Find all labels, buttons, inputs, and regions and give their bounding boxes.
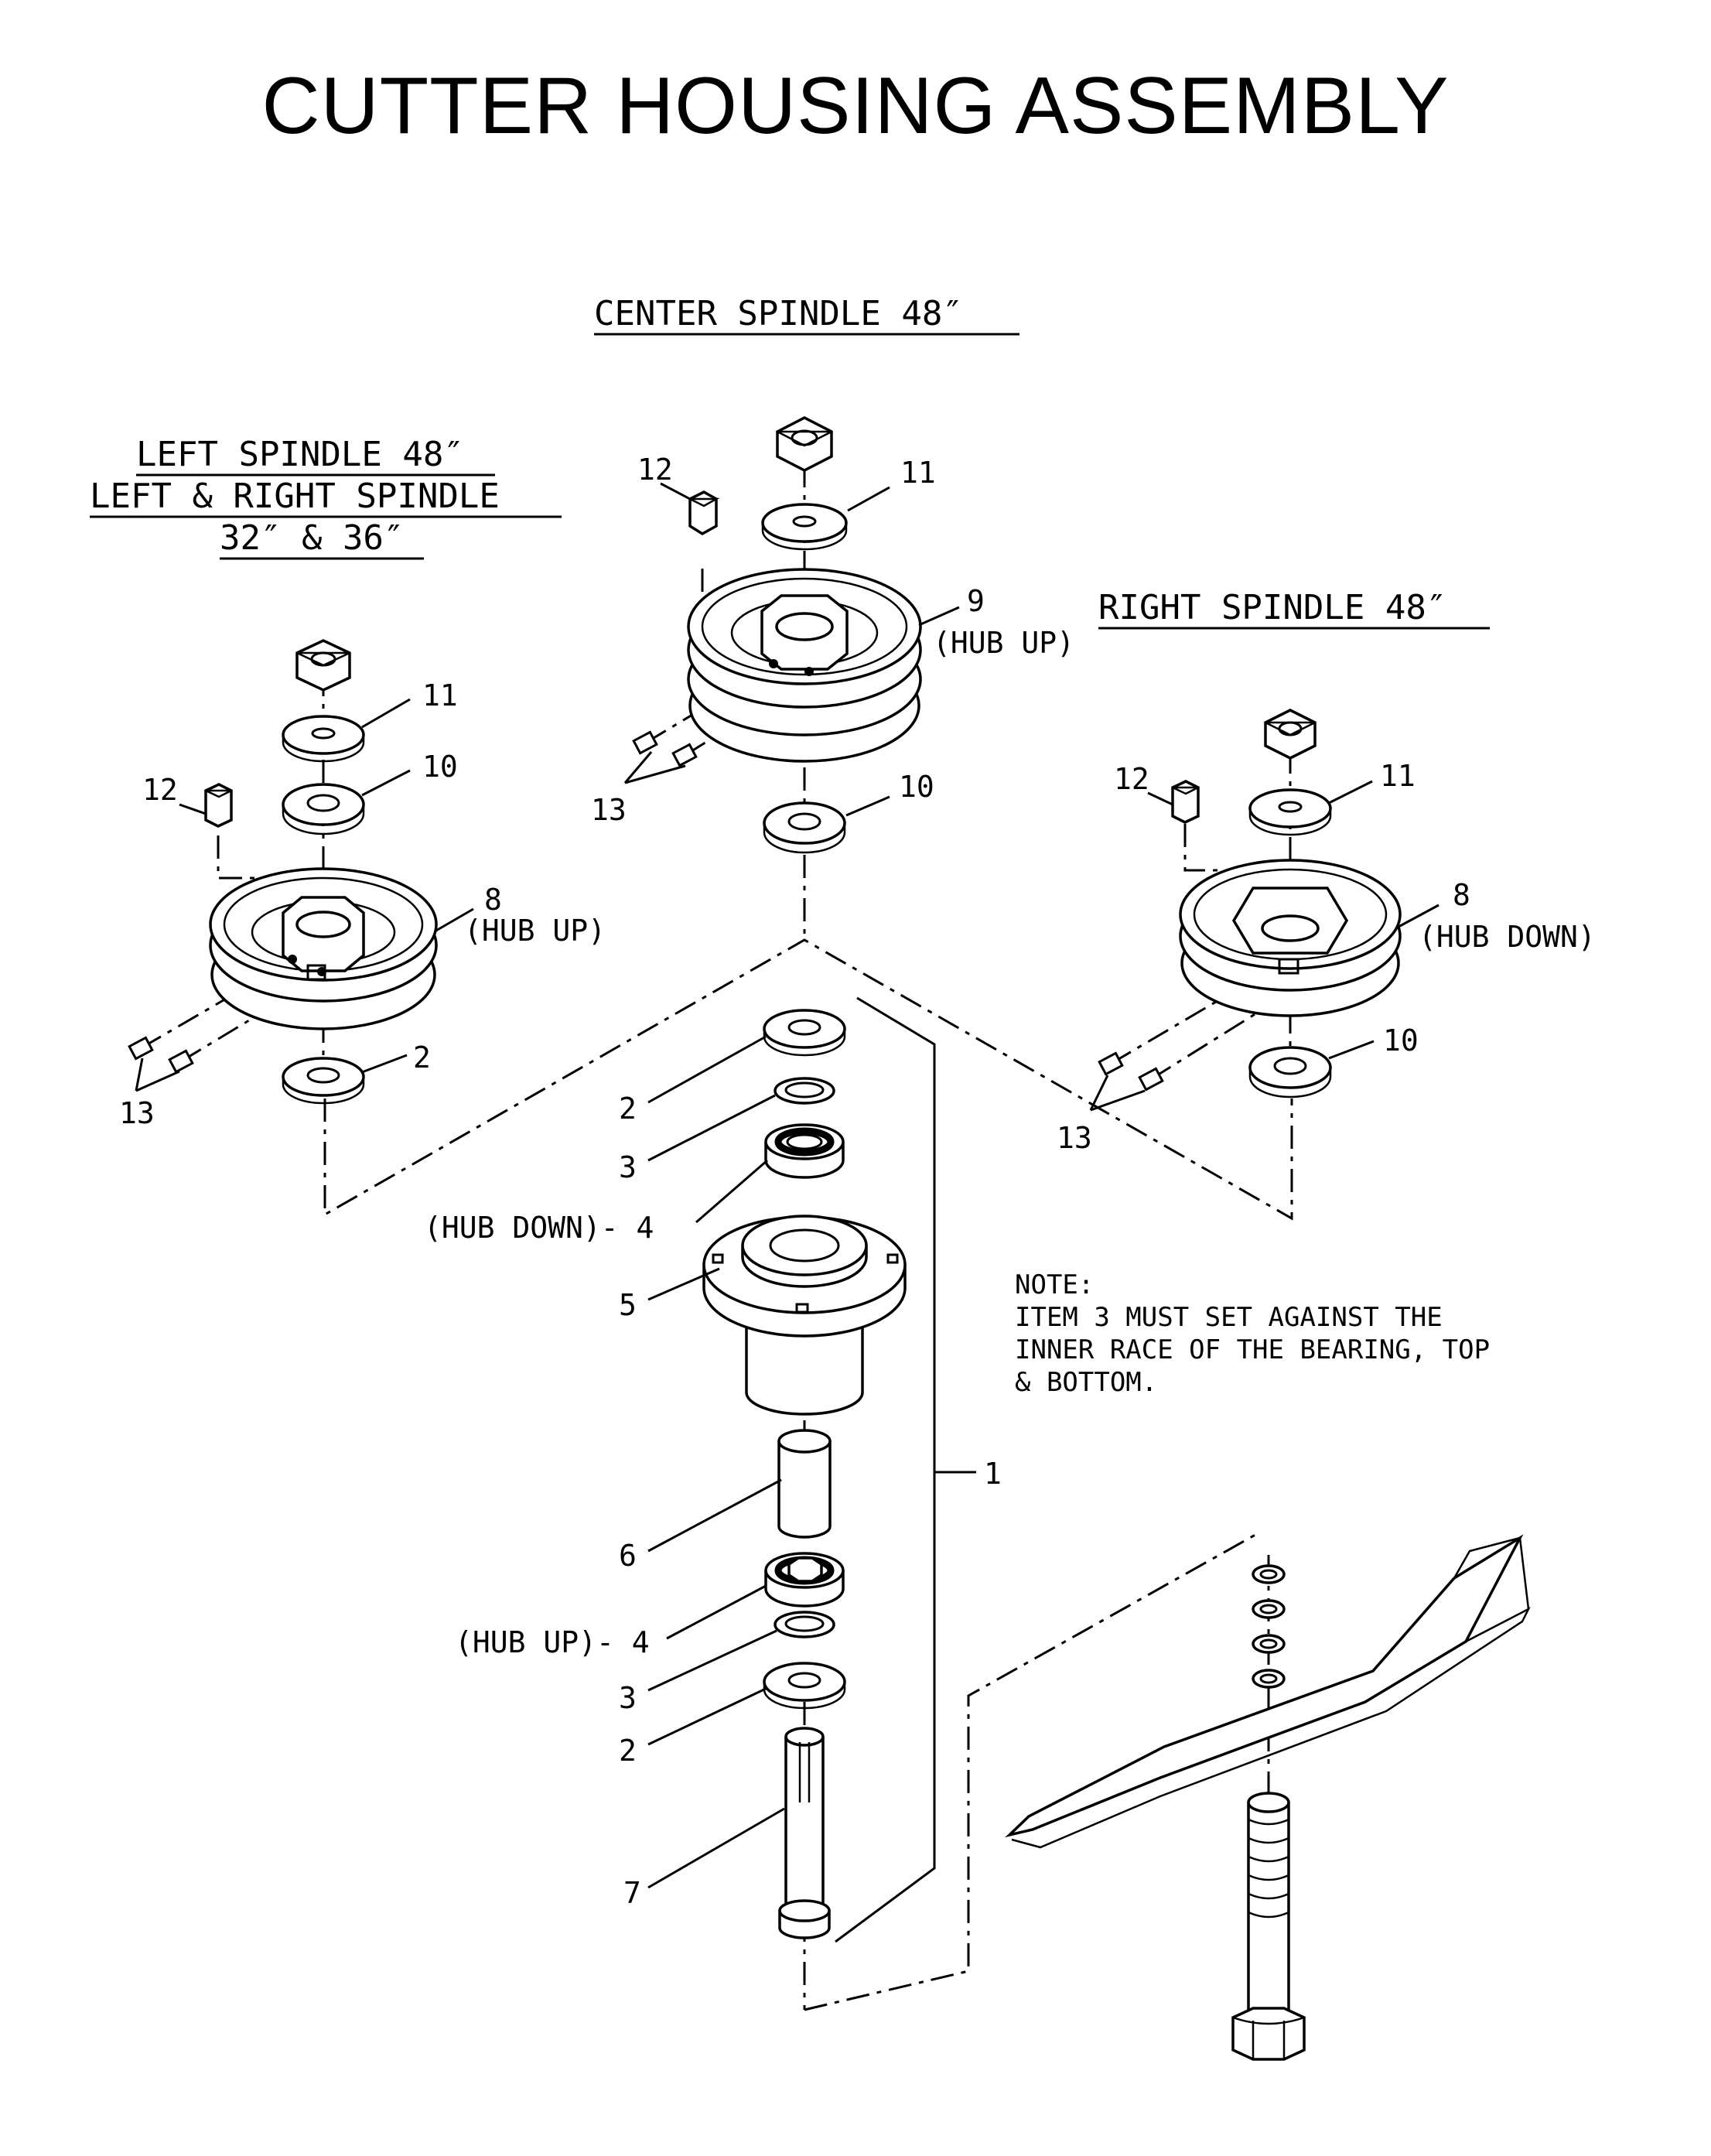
label-2-top: 2 [619, 1092, 637, 1126]
label-hub-up-4: (HUB UP)- 4 [455, 1625, 650, 1659]
svg-text:CENTER SPINDLE 48″: CENTER SPINDLE 48″ [594, 294, 963, 333]
right-key-12 [1171, 780, 1200, 824]
svg-text:& BOTTOM.: & BOTTOM. [1015, 1367, 1157, 1398]
label-9: 9 [967, 584, 985, 618]
label-8-right: 8 [1453, 878, 1470, 912]
right-washer-11 [1248, 788, 1332, 836]
left-hex-nut [295, 639, 351, 692]
center-spindle-heading: CENTER SPINDLE 48″ [594, 294, 1019, 336]
blade-bolt [1231, 1792, 1306, 2061]
label-10-center: 10 [899, 770, 934, 804]
svg-text:INNER RACE OF THE BEARING, TOP: INNER RACE OF THE BEARING, TOP [1015, 1334, 1490, 1365]
center-bearing-4-top [764, 1123, 845, 1179]
item-1-bracket [835, 996, 976, 1943]
label-13-left: 13 [119, 1096, 155, 1130]
left-washer-10 [282, 783, 365, 835]
label-7: 7 [623, 1876, 641, 1910]
right-spindle-heading: RIGHT SPINDLE 48″ [1098, 588, 1490, 630]
center-hex-nut [776, 416, 833, 472]
label-hub-down-8: (HUB DOWN) [1419, 920, 1596, 954]
right-washer-10 [1248, 1046, 1332, 1099]
leader-lines [135, 482, 1439, 1889]
svg-text:NOTE:: NOTE: [1015, 1269, 1094, 1300]
center-setscrews-13 [632, 730, 698, 767]
assembly-note: NOTE: ITEM 3 MUST SET AGAINST THE INNER … [1015, 1269, 1490, 1398]
label-2-left: 2 [413, 1040, 431, 1075]
svg-text:LEFT SPINDLE 48″: LEFT SPINDLE 48″ [136, 435, 464, 474]
label-11-left: 11 [422, 678, 458, 712]
center-washer-2-bottom [763, 1662, 846, 1710]
label-3-top: 3 [619, 1150, 637, 1184]
label-6: 6 [619, 1539, 637, 1573]
center-washer-10 [763, 801, 846, 854]
label-10-right: 10 [1383, 1023, 1419, 1057]
label-3-bottom: 3 [619, 1681, 637, 1715]
label-1: 1 [984, 1457, 1002, 1491]
left-spindle-heading: LEFT SPINDLE 48″ LEFT & RIGHT SPINDLE 32… [90, 435, 562, 560]
left-setscrews-13 [128, 1036, 194, 1074]
label-2-bottom: 2 [619, 1734, 637, 1768]
center-washer-2-top [763, 1009, 846, 1057]
label-8-left: 8 [484, 883, 502, 917]
right-hex-nut [1264, 709, 1317, 760]
label-5: 5 [619, 1288, 637, 1322]
label-13-center: 13 [591, 793, 627, 827]
label-11-right: 11 [1380, 759, 1416, 793]
center-washer-11 [761, 503, 848, 551]
svg-text:LEFT & RIGHT SPINDLE: LEFT & RIGHT SPINDLE [90, 477, 500, 516]
svg-text:RIGHT SPINDLE 48″: RIGHT SPINDLE 48″ [1098, 588, 1446, 627]
diagram-title: CUTTER HOUSING ASSEMBLY [261, 61, 1450, 151]
center-spacer-6 [777, 1429, 832, 1539]
left-key-12 [204, 783, 233, 828]
right-pulley-8 [1179, 859, 1402, 1017]
label-hub-up-8: (HUB UP) [464, 914, 606, 948]
svg-text:32″ & 36″: 32″ & 36″ [220, 518, 404, 558]
label-13-right: 13 [1057, 1121, 1092, 1155]
right-setscrews-13 [1098, 1051, 1164, 1092]
left-washer-2 [282, 1057, 365, 1105]
center-pulley-9 [687, 568, 922, 763]
center-washer-3-bottom [774, 1611, 835, 1638]
center-housing-5 [702, 1215, 907, 1416]
label-hub-down-4: (HUB DOWN)- 4 [424, 1211, 654, 1245]
label-11-center: 11 [900, 456, 936, 490]
label-12-right: 12 [1114, 762, 1149, 796]
left-pulley-8 [209, 867, 438, 1030]
label-12-left: 12 [142, 773, 178, 807]
label-10-left: 10 [422, 750, 458, 784]
center-key-12 [688, 490, 720, 536]
svg-text:ITEM 3 MUST SET AGAINST THE: ITEM 3 MUST SET AGAINST THE [1015, 1302, 1443, 1333]
left-washer-11 [282, 715, 365, 763]
label-hub-up-9: (HUB UP) [933, 626, 1074, 660]
center-washer-3-top [774, 1077, 835, 1105]
blade-washers-stack [1252, 1564, 1286, 1733]
mower-blade [1005, 1534, 1531, 1849]
center-bearing-4-bottom [764, 1552, 845, 1608]
label-12-center: 12 [637, 453, 673, 487]
center-shaft-7 [778, 1727, 831, 1939]
